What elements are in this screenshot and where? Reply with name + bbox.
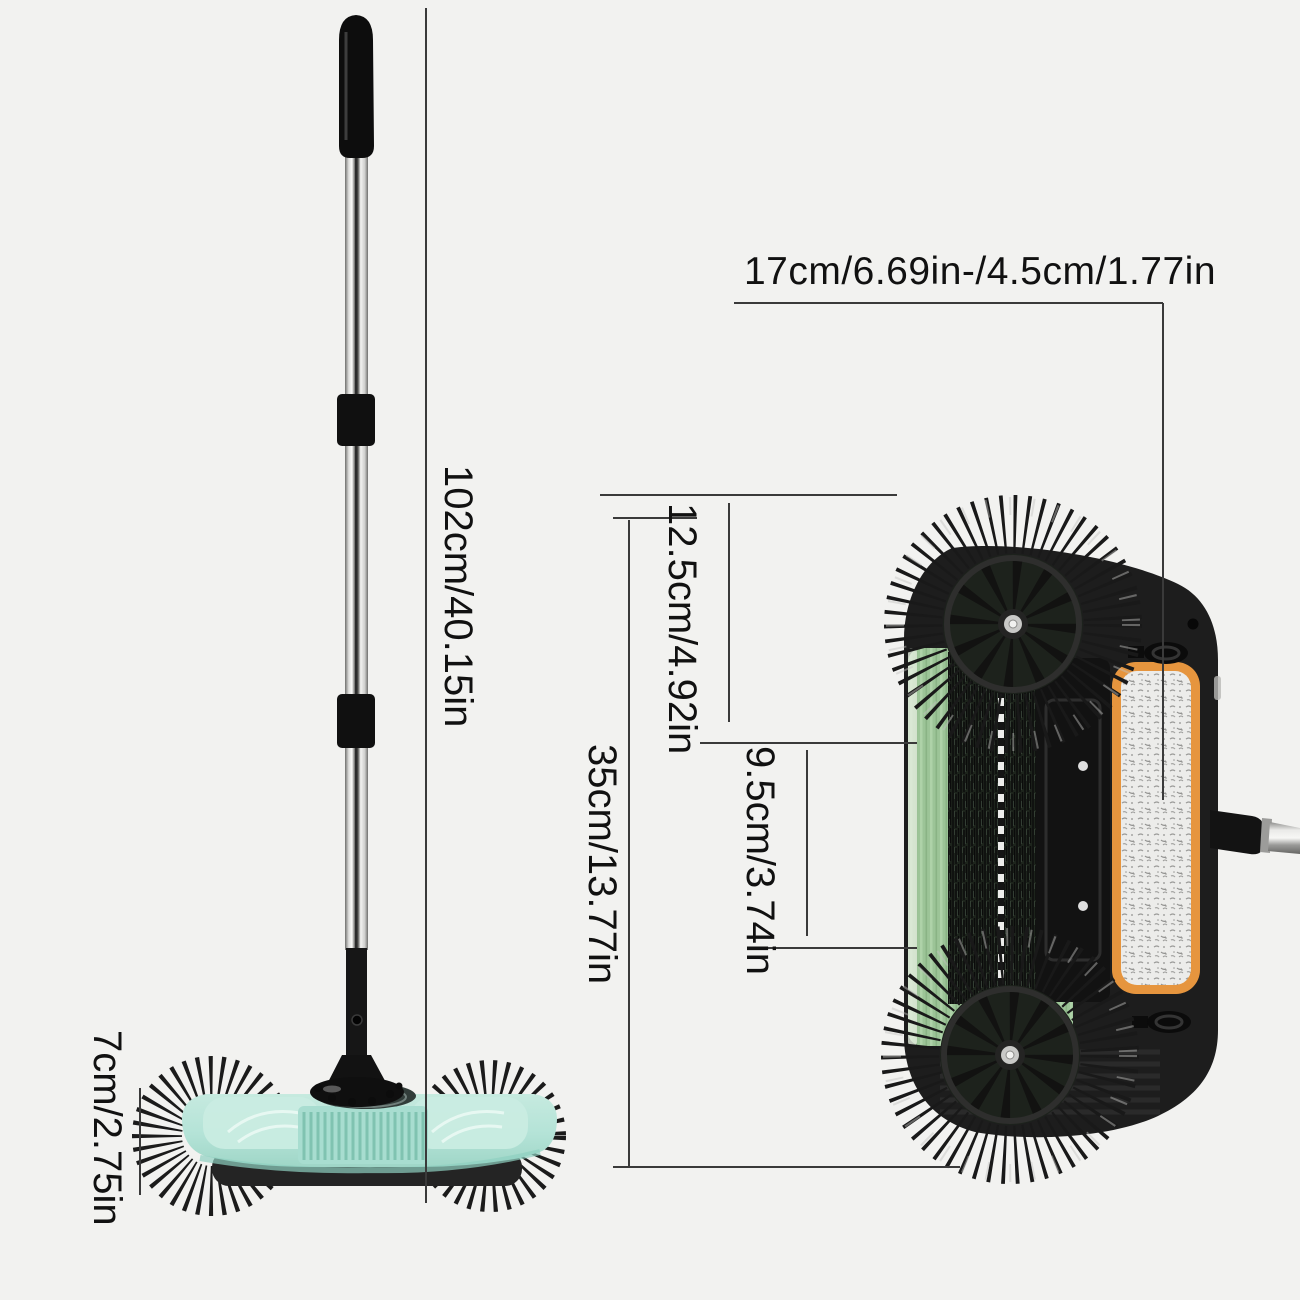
dimension-label-brush-diameter: 12.5cm/4.92in xyxy=(660,503,704,755)
mop-pad xyxy=(1112,662,1200,994)
dimension-label-roller-width: 9.5cm/3.74in xyxy=(738,746,782,976)
base-lobe-left xyxy=(203,1097,321,1149)
dimension-lines xyxy=(139,8,1164,1203)
dimension-label-base-height: 7cm/2.75in xyxy=(85,1030,129,1226)
center-housing xyxy=(1036,658,1110,1002)
dimension-label-top-width: 17cm/6.69in-/4.5cm/1.77in xyxy=(743,250,1217,293)
handle-grip xyxy=(339,15,374,158)
pole-connector-upper xyxy=(337,394,375,446)
sweeper-bottom-view xyxy=(892,506,1300,1173)
sweeper-base xyxy=(182,1083,557,1174)
screw-dot xyxy=(1078,901,1088,911)
pole-connector-lower xyxy=(337,694,375,748)
pole-lower-section xyxy=(346,948,367,1060)
screw-dot xyxy=(1078,761,1088,771)
pad-latch-bottom xyxy=(1132,1011,1191,1033)
sweeper-side-view xyxy=(132,15,566,1216)
base-lobe-right xyxy=(410,1097,528,1149)
handle-pole-stub xyxy=(1210,810,1300,855)
dimension-label-body-length: 35cm/13.77in xyxy=(580,744,624,985)
dimension-label-handle-height: 102cm/40.15in xyxy=(436,465,480,728)
handle-pole xyxy=(310,15,404,1107)
